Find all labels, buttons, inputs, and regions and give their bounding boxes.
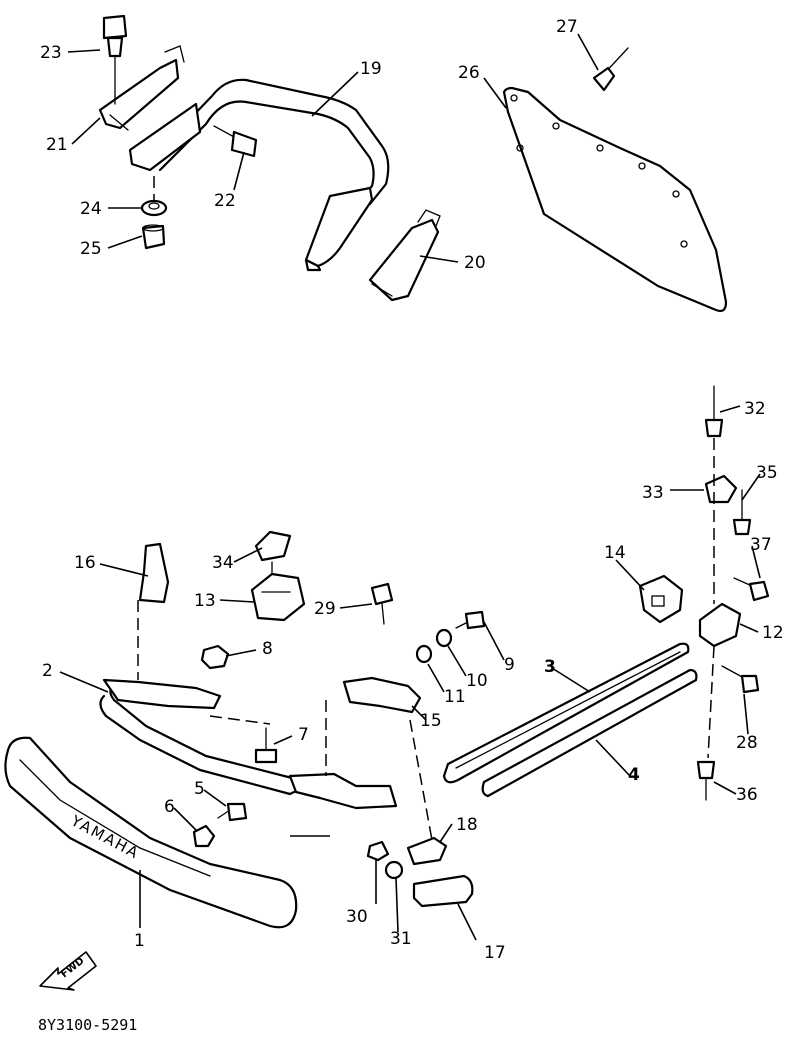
callout-32: 32 bbox=[744, 399, 766, 419]
cap-part-33 bbox=[704, 474, 738, 504]
bolt-part-5 bbox=[217, 802, 248, 822]
callout-1: 1 bbox=[134, 931, 145, 951]
callout-13: 13 bbox=[194, 591, 216, 611]
callout-31: 31 bbox=[390, 929, 412, 949]
bolt-part-29 bbox=[370, 582, 394, 625]
bracket-part-13 bbox=[250, 572, 306, 622]
callout-26: 26 bbox=[458, 63, 480, 83]
channel-part-3 bbox=[442, 642, 690, 784]
callout-28: 28 bbox=[736, 733, 758, 753]
leader-lines bbox=[59, 33, 761, 941]
washer-part-10 bbox=[435, 628, 453, 648]
bracket-part-18 bbox=[406, 836, 448, 866]
bumper-part-1: YAMAHA bbox=[4, 736, 298, 929]
bolt-part-9 bbox=[455, 610, 486, 630]
nut-part-8 bbox=[200, 644, 230, 670]
callout-20: 20 bbox=[464, 253, 486, 273]
callout-33: 33 bbox=[642, 483, 664, 503]
callout-10: 10 bbox=[466, 671, 488, 691]
callout-30: 30 bbox=[346, 907, 368, 927]
callout-15: 15 bbox=[420, 711, 442, 731]
callout-21: 21 bbox=[46, 135, 68, 155]
stay-part-15 bbox=[342, 676, 422, 714]
forward-arrow-icon: FWD bbox=[39, 951, 97, 991]
callout-37: 37 bbox=[750, 535, 772, 555]
callout-2: 2 bbox=[42, 661, 53, 681]
callout-14: 14 bbox=[604, 543, 626, 563]
callout-5: 5 bbox=[194, 779, 205, 799]
callout-3: 3 bbox=[544, 657, 556, 677]
rivet-part-32 bbox=[704, 385, 724, 438]
bolt-part-28 bbox=[721, 665, 760, 694]
bolt-part-22 bbox=[213, 125, 258, 158]
cover-part-17 bbox=[412, 874, 474, 908]
callout-34: 34 bbox=[212, 553, 234, 573]
holder-part-12 bbox=[698, 602, 742, 648]
washer-part-11 bbox=[415, 644, 433, 664]
callout-numbers: 23 21 24 25 22 19 20 26 27 16 34 13 8 2 … bbox=[40, 17, 784, 963]
callout-25: 25 bbox=[80, 239, 102, 259]
callout-24: 24 bbox=[80, 199, 102, 219]
callout-19: 19 bbox=[360, 59, 382, 79]
callout-36: 36 bbox=[736, 785, 758, 805]
callout-9: 9 bbox=[504, 655, 515, 675]
handle-end-part-20 bbox=[368, 209, 441, 302]
callout-35: 35 bbox=[756, 463, 778, 483]
bracket-part-14 bbox=[638, 574, 684, 624]
callout-17: 17 bbox=[484, 943, 506, 963]
callout-8: 8 bbox=[262, 639, 273, 659]
bolt-part-37 bbox=[733, 577, 770, 602]
frame-tube-part-2 bbox=[99, 678, 398, 810]
callout-29: 29 bbox=[314, 599, 336, 619]
grab-bar-part-19 bbox=[158, 78, 390, 272]
rivet-part-27 bbox=[592, 47, 629, 92]
callout-16: 16 bbox=[74, 553, 96, 573]
bracket-part-21 bbox=[98, 45, 202, 172]
cap-part-34 bbox=[254, 530, 292, 562]
callout-4: 4 bbox=[628, 765, 640, 785]
nut-part-24 bbox=[140, 199, 168, 217]
callout-6: 6 bbox=[164, 797, 175, 817]
rivet-part-35 bbox=[732, 489, 752, 536]
callout-18: 18 bbox=[456, 815, 478, 835]
nut-part-6 bbox=[192, 824, 216, 848]
plate-part-26 bbox=[502, 86, 728, 313]
washer-part-31 bbox=[384, 860, 404, 880]
callout-12: 12 bbox=[762, 623, 784, 643]
bolt-part-7 bbox=[254, 727, 278, 764]
callout-7: 7 bbox=[298, 725, 309, 745]
callout-11: 11 bbox=[444, 687, 466, 707]
bracket-part-16 bbox=[138, 542, 170, 604]
callout-23: 23 bbox=[40, 43, 62, 63]
bolt-part-23 bbox=[102, 14, 128, 105]
drawing-code: 8Y3100-5291 bbox=[38, 1016, 137, 1034]
callout-22: 22 bbox=[214, 191, 236, 211]
nut-part-30 bbox=[366, 840, 390, 862]
rivet-part-36 bbox=[696, 760, 716, 801]
collar-part-25 bbox=[141, 224, 166, 250]
callout-27: 27 bbox=[556, 17, 578, 37]
strip-part-4 bbox=[481, 668, 698, 798]
